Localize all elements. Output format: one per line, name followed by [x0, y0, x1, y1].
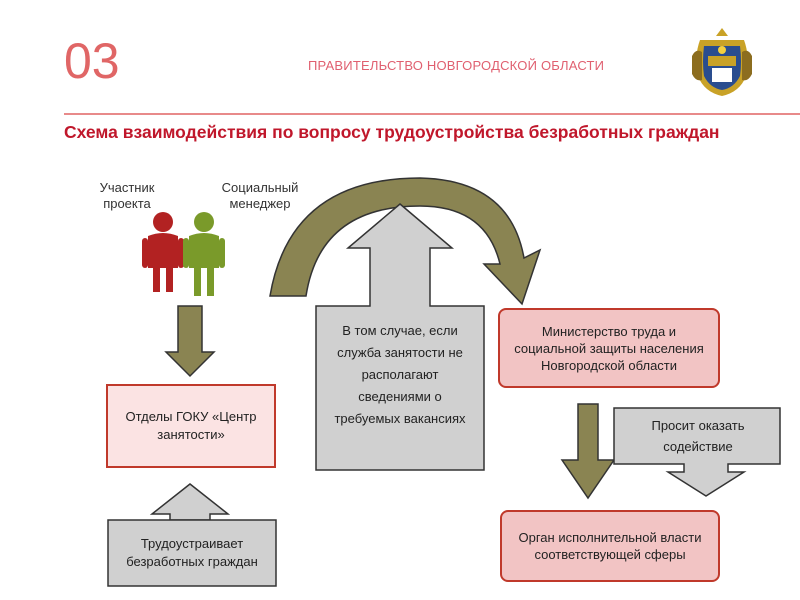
- employment-centers-box: Отделы ГОКУ «Центр занятости»: [106, 384, 276, 468]
- arrow-people-to-centers: [164, 305, 216, 378]
- asks-assistance-box: Просит оказать содействие: [651, 418, 745, 454]
- arrow-employ-to-centers: [149, 483, 231, 521]
- organization-name: ПРАВИТЕЛЬСТВО НОВГОРОДСКОЙ ОБЛАСТИ: [308, 58, 605, 73]
- asks-assistance-shape: [613, 407, 781, 497]
- case-arrow-shape: [315, 203, 485, 471]
- arrow-curve-to-ministry: [269, 177, 542, 306]
- arrow-ministry-to-executive: [560, 403, 616, 500]
- employs-unemployed-box: Трудоустраивает безработных граждан: [126, 536, 258, 569]
- executive-body-box: Орган исполнительной власти соответствую…: [500, 510, 720, 582]
- manager-figure-icon: [183, 212, 225, 296]
- page-title: Схема взаимодействия по вопросу трудоуст…: [64, 122, 720, 142]
- no-vacancies-case-box: В том случае, если служба занятости не р…: [334, 323, 466, 426]
- participant-figure-icon: [142, 212, 184, 292]
- ministry-box: Министерство труда и социальной защиты н…: [498, 308, 720, 388]
- coat-of-arms-icon: [690, 26, 754, 98]
- manager-label: Социальный менеджер: [221, 180, 299, 211]
- employs-box-shape: [107, 519, 277, 587]
- header-divider: [64, 113, 800, 115]
- slide-number: 03: [64, 33, 120, 89]
- participant-label: Участник проекта: [99, 180, 155, 211]
